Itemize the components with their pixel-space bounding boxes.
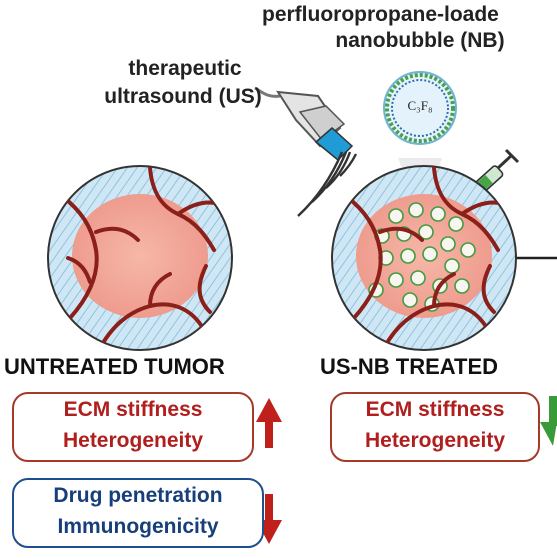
- untreated-drug-penetration: Drug penetration: [53, 484, 223, 507]
- ultrasound-probe-icon: [254, 86, 354, 162]
- treated-ecm-stiffness: ECM stiffness: [365, 398, 505, 421]
- treated-tumor-title: US-NB TREATED: [320, 354, 499, 379]
- untreated-immunogenicity: Immunogenicity: [57, 515, 219, 538]
- sound-waves-icon: [297, 151, 358, 217]
- untreated-tumor-illustration: [47, 165, 233, 351]
- treated-tumor-illustration: [331, 165, 517, 351]
- treated-heterogeneity: Heterogeneity: [364, 429, 506, 452]
- down-arrow-green-icon: [540, 396, 557, 446]
- untreated-ecm-box: ECM stiffness Heterogeneity: [12, 392, 254, 462]
- untreated-drug-box: Drug penetration Immunogenicity: [12, 478, 264, 548]
- up-arrow-icon: [256, 398, 282, 448]
- untreated-heterogeneity: Heterogeneity: [62, 429, 204, 452]
- treated-ecm-box: ECM stiffness Heterogeneity: [330, 392, 540, 462]
- untreated-ecm-stiffness: ECM stiffness: [63, 398, 203, 421]
- ultrasound-label-line1: therapeutic: [128, 57, 242, 80]
- gas-formula: C₃F₈: [407, 98, 433, 113]
- untreated-tumor-title: UNTREATED TUMOR: [4, 354, 225, 379]
- ultrasound-label-line2: ultrasound (US): [104, 85, 262, 108]
- nanobubble-label-line1: perfluoropropane-loade: [262, 3, 499, 26]
- nanobubble-label-line2: nanobubble (NB): [335, 29, 505, 52]
